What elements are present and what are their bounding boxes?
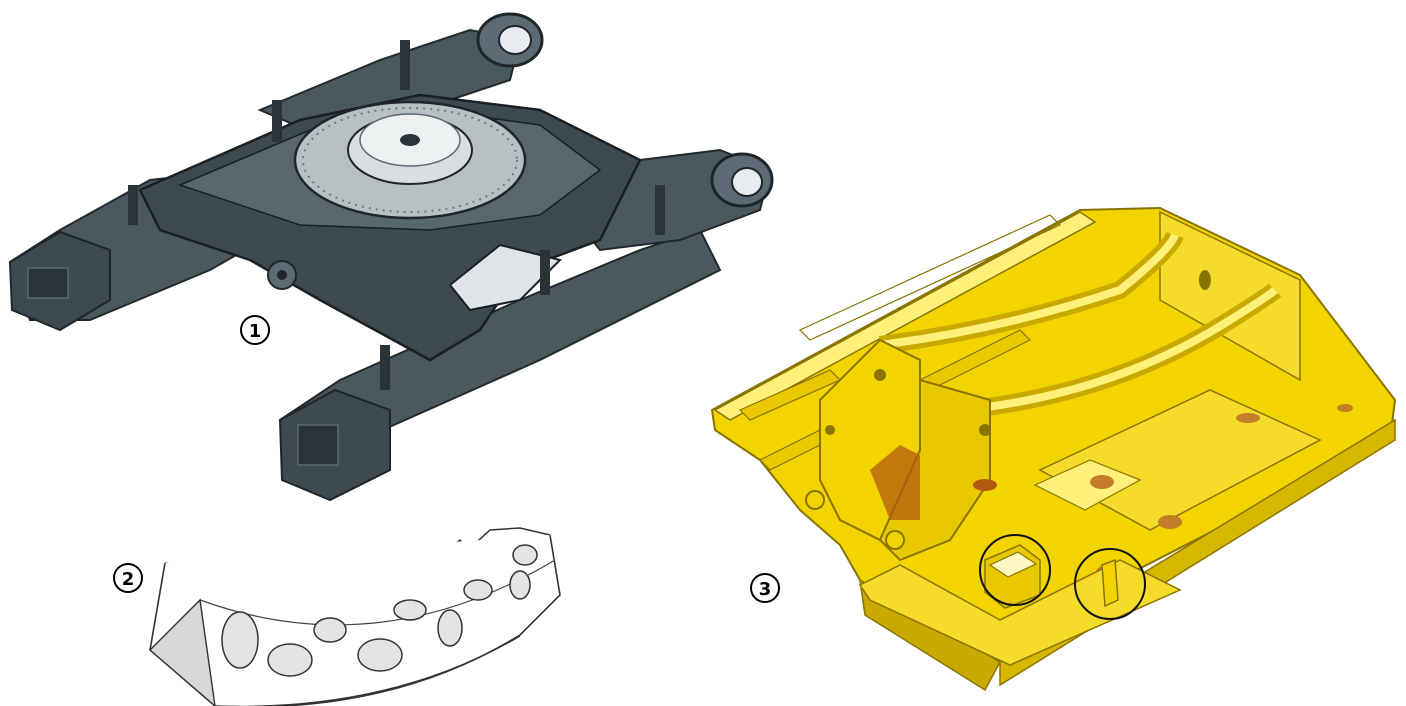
callout-2-label: 2 bbox=[122, 569, 135, 590]
upper-curved-beam-1-hl bbox=[879, 233, 1179, 349]
deck-slot-2 bbox=[1337, 404, 1353, 412]
callout-2: 2 bbox=[113, 563, 143, 593]
roller-4 bbox=[357, 638, 403, 672]
boom-foot-slot bbox=[973, 479, 997, 491]
turntable-center-hole bbox=[400, 134, 420, 146]
side-lug-hole bbox=[277, 270, 287, 280]
callout-3: 3 bbox=[750, 573, 780, 603]
roller-3 bbox=[313, 617, 347, 643]
post-1 bbox=[272, 100, 282, 142]
post-2 bbox=[400, 40, 410, 90]
roller-9 bbox=[512, 544, 538, 566]
left-rail-frame bbox=[713, 211, 1097, 421]
callout-3-label: 3 bbox=[759, 579, 772, 600]
front-bottom-plate bbox=[858, 559, 1182, 666]
boom-pin-4 bbox=[805, 490, 825, 510]
boom-pin-hole-1 bbox=[874, 369, 886, 381]
deck-slot-1 bbox=[1236, 413, 1260, 423]
upper-revolving-frame-illustration bbox=[710, 206, 1397, 692]
deck-hole-1 bbox=[1090, 475, 1114, 489]
right-idler-hole bbox=[731, 167, 763, 197]
left-end-slot bbox=[27, 267, 69, 299]
detail-circle-slot bbox=[1074, 548, 1146, 620]
turntable-dots bbox=[302, 107, 518, 213]
callout-1-label: 1 bbox=[249, 321, 262, 342]
roller-6 bbox=[437, 609, 463, 647]
post-6 bbox=[128, 185, 138, 225]
upper-curved-beam-2-hl bbox=[979, 286, 1278, 412]
post-4 bbox=[540, 250, 550, 295]
bearing-bottom-curve bbox=[215, 635, 521, 706]
detail-circle-tube bbox=[979, 534, 1051, 606]
undercarriage-frame-illustration bbox=[8, 12, 774, 502]
callout-1: 1 bbox=[240, 315, 270, 345]
top-idler-hole bbox=[498, 25, 532, 55]
roller-7 bbox=[463, 579, 493, 601]
side-wall-hole bbox=[1199, 270, 1211, 290]
slot-plate bbox=[1101, 558, 1119, 608]
roller-1 bbox=[221, 611, 259, 669]
boom-pin-hole-2 bbox=[825, 425, 835, 435]
slewing-bearing-segment-illustration bbox=[148, 527, 561, 706]
right-side-wall bbox=[1159, 210, 1301, 382]
counterweight-box bbox=[1033, 459, 1142, 511]
boom-pin-5 bbox=[885, 530, 905, 550]
boom-foot-shadow bbox=[870, 445, 920, 520]
right-end-slot bbox=[297, 424, 339, 466]
bearing-cut-face bbox=[148, 598, 216, 706]
boom-pin-hole-3 bbox=[979, 424, 991, 436]
bearing-rollers bbox=[221, 544, 538, 677]
roller-5 bbox=[393, 599, 427, 621]
square-tube-opening bbox=[988, 551, 1038, 578]
left-crossbar-2 bbox=[798, 214, 1062, 341]
post-5 bbox=[380, 345, 390, 390]
roller-2 bbox=[267, 643, 313, 677]
roller-8 bbox=[509, 570, 531, 600]
deck-hole-2 bbox=[1158, 515, 1182, 529]
post-3 bbox=[655, 185, 665, 235]
